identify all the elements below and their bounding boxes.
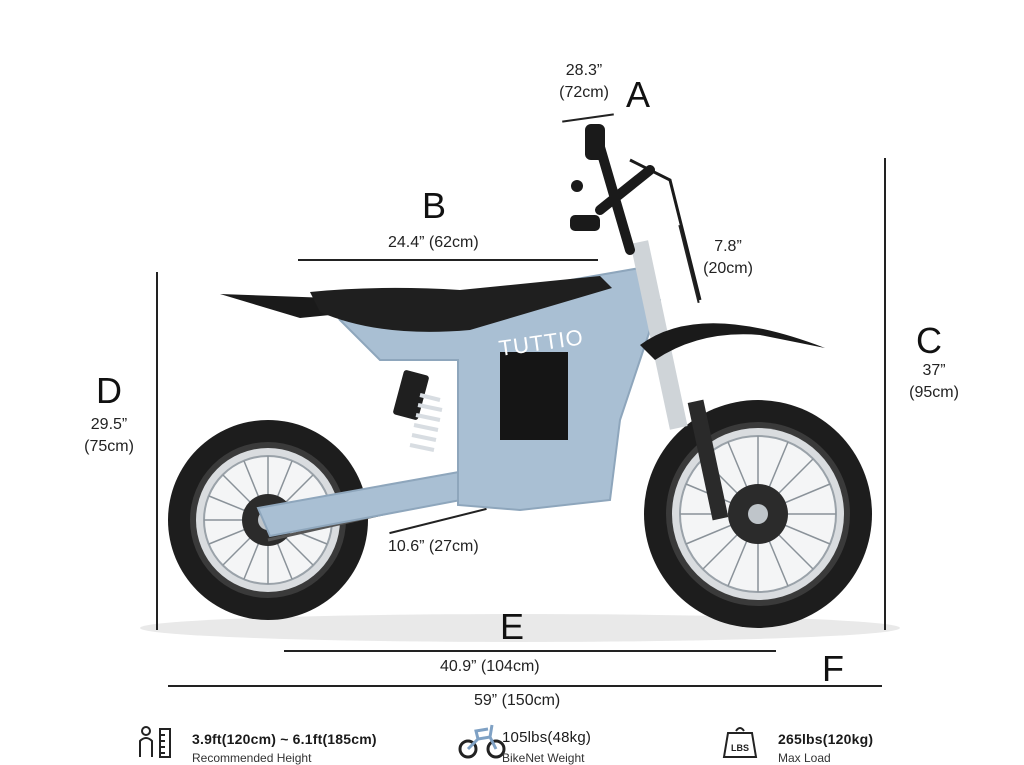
label-c-dimension: 37” (95cm) [900, 360, 968, 404]
spec-load-caption: Max Load [778, 751, 831, 765]
label-d-letter: D [96, 370, 122, 411]
label-d-dimension: 29.5” (75cm) [76, 414, 142, 458]
label-e-dimension: 40.9” (104cm) [440, 658, 540, 675]
label-a-inches: 28.3” [565, 62, 603, 79]
bike-icon [458, 724, 506, 759]
dimension-line-d [156, 272, 158, 630]
height-icon [139, 726, 171, 758]
label-a-cm: (72cm) [559, 84, 609, 101]
rear-shock [393, 370, 443, 452]
label-d-cm: (75cm) [84, 438, 134, 455]
label-d-inches: 29.5” [90, 416, 128, 433]
label-c-inches: 37” [922, 362, 946, 379]
spec-max-load: LBS 265lbs(120kg) Max Load [722, 715, 962, 765]
spec-height-value: 3.9ft(120cm) ~ 6.1ft(185cm) [192, 731, 377, 747]
label-a-letter: A [626, 74, 651, 115]
dimension-line-c [884, 158, 886, 630]
label-c-letter: C [916, 320, 942, 361]
label-e-letter: E [500, 606, 525, 647]
spec-strip: 3.9ft(120cm) ~ 6.1ft(185cm) Recommended … [0, 715, 1024, 765]
spec-load-value: 265lbs(120kg) [778, 731, 874, 747]
spec-height-caption: Recommended Height [192, 751, 312, 765]
label-fork-inches: 7.8” [714, 238, 742, 255]
dimension-line-f [168, 685, 882, 687]
spec-net-weight: 105lbs(48kg) BikeNet Weight [458, 715, 678, 765]
label-c-cm: (95cm) [909, 384, 959, 401]
label-f-letter: F [822, 648, 844, 689]
spec-weight-value: 105lbs(48kg) [502, 729, 592, 746]
label-fork-cm: (20cm) [703, 260, 753, 277]
label-f-dimension: 59” (150cm) [474, 692, 561, 709]
spec-weight-caption: BikeNet Weight [502, 751, 585, 765]
handlebar [570, 124, 702, 301]
label-fork-dimension: 7.8” (20cm) [696, 236, 760, 280]
front-wheel [644, 400, 872, 628]
spec-recommended-height: 3.9ft(120cm) ~ 6.1ft(185cm) Recommended … [136, 715, 436, 765]
lbs-weight-icon: LBS [722, 727, 758, 758]
battery-box [500, 352, 568, 440]
svg-text:LBS: LBS [731, 743, 749, 753]
front-fender [640, 323, 825, 360]
label-a-dimension: 28.3” (72cm) [552, 60, 616, 104]
ground-shadow [140, 614, 900, 642]
dimension-line-e [284, 650, 776, 652]
label-b-letter: B [422, 185, 447, 226]
dimension-line-b [298, 259, 598, 261]
label-ground-clearance: 10.6” (27cm) [388, 538, 479, 555]
seat [310, 276, 612, 332]
label-b-dimension: 24.4” (62cm) [388, 234, 479, 251]
